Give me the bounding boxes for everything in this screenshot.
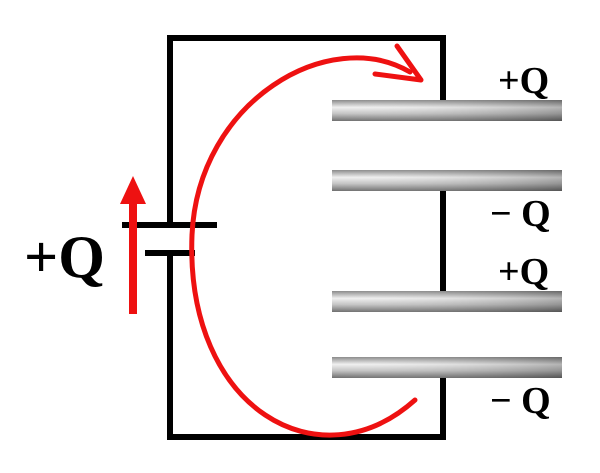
- capacitor-plate-4: [332, 357, 562, 378]
- plate2-charge-label: − Q: [490, 193, 551, 235]
- plate1-charge-label: +Q: [498, 60, 549, 102]
- capacitor-plate-3: [332, 291, 562, 312]
- capacitor-plate-2: [332, 170, 562, 191]
- battery-charge-label: +Q: [24, 224, 105, 290]
- capacitor-plate-1: [332, 100, 562, 121]
- current-flow-arrowhead: [372, 43, 424, 83]
- current-flow-arrow: [189, 43, 424, 438]
- charge-direction-arrow: [120, 176, 146, 314]
- plate4-charge-label: − Q: [490, 380, 551, 422]
- battery-symbol: [122, 222, 217, 256]
- plate3-charge-label: +Q: [498, 251, 549, 293]
- charge-direction-arrowhead: [120, 176, 146, 204]
- circuit-wire: [167, 35, 446, 440]
